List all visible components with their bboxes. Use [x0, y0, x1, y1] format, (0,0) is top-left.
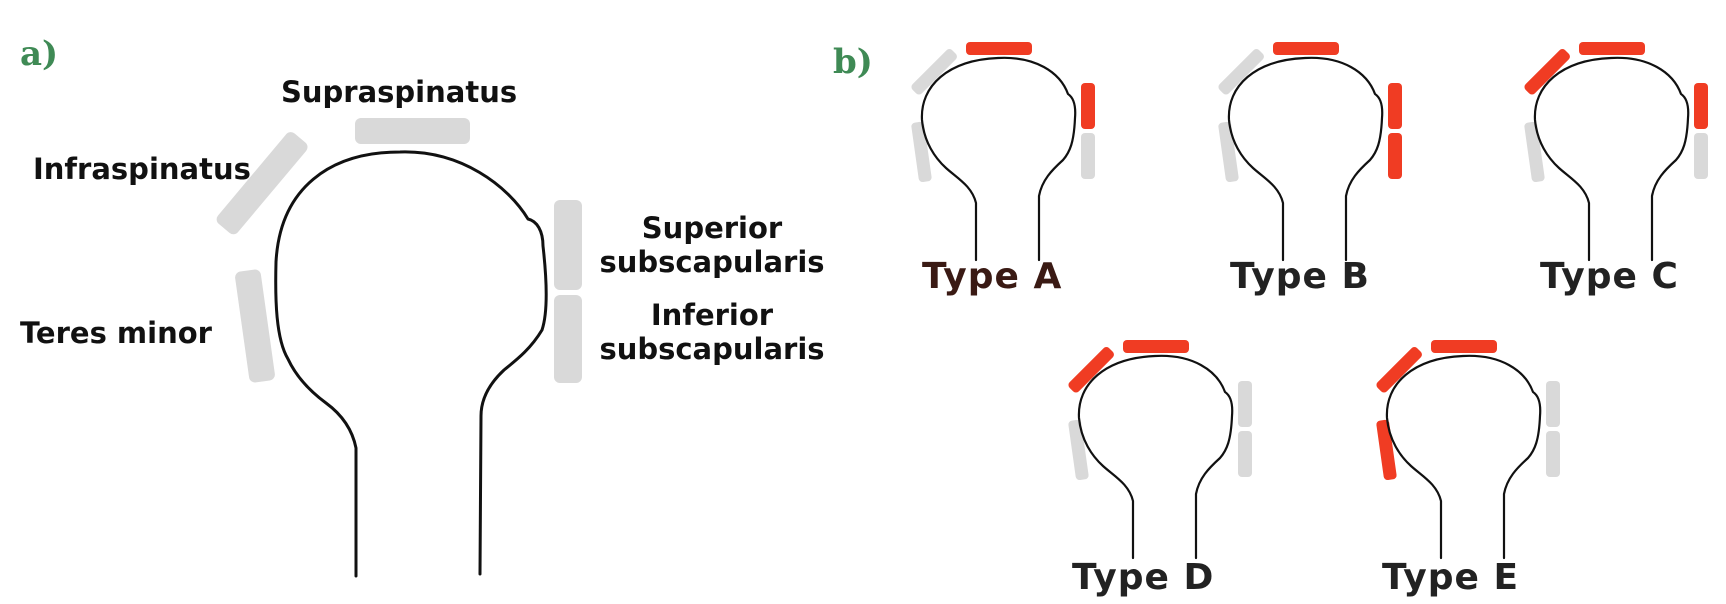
superior-subscapularis-tendon-a [554, 200, 582, 290]
humerus-outline [1077, 354, 1234, 560]
type-a-label: Type A [922, 256, 1063, 297]
type-diagram-type-a [911, 42, 1095, 262]
teres-minor-tendon [1376, 419, 1397, 481]
type-diagram-type-d [1068, 340, 1252, 560]
humerus-outline [1385, 354, 1542, 560]
inferior-subscapularis-tendon-a [554, 295, 582, 383]
infraspinatus-label: Infraspinatus [33, 152, 251, 186]
panel-b-label: b) [833, 42, 873, 82]
humerus-outline-a [274, 150, 548, 578]
superior-subscapularis-tendon [1694, 83, 1708, 129]
inferior-subscapularis-tendon [1388, 133, 1402, 179]
teres-minor-tendon [1524, 121, 1545, 183]
panel-a-label: a) [20, 34, 59, 74]
infraspinatus-tendon [1218, 49, 1264, 95]
superior-subscapularis-tendon [1546, 381, 1560, 427]
type-d-label: Type D [1072, 557, 1215, 598]
infraspinatus-tendon [1376, 347, 1422, 393]
humerus-outline [920, 56, 1077, 262]
supraspinatus-tendon [1273, 42, 1339, 55]
type-b-label: Type B [1230, 256, 1370, 297]
type-diagram-type-c [1524, 42, 1708, 262]
supraspinatus-tendon [966, 42, 1032, 55]
humerus-outline [1533, 56, 1690, 262]
supraspinatus-tendon-a [355, 118, 470, 144]
superior-subscapularis-tendon [1238, 381, 1252, 427]
supraspinatus-tendon [1431, 340, 1497, 353]
inferior-subscapularis-tendon [1546, 431, 1560, 477]
teres-minor-tendon [1068, 419, 1089, 481]
infraspinatus-tendon [1524, 49, 1570, 95]
inferior-subscapularis-tendon [1694, 133, 1708, 179]
teres-minor-tendon [911, 121, 932, 183]
infraspinatus-tendon [911, 49, 957, 95]
type-diagram-type-e [1376, 340, 1560, 560]
teres-minor-label: Teres minor [20, 316, 212, 350]
infraspinatus-tendon-a [216, 132, 308, 235]
type-c-label: Type C [1540, 256, 1679, 297]
supraspinatus-tendon [1579, 42, 1645, 55]
inferior-subscapularis-tendon [1238, 431, 1252, 477]
superior-subscapularis-tendon [1081, 83, 1095, 129]
superior-subscapularis-label: Superior subscapularis [599, 211, 825, 279]
supraspinatus-tendon [1123, 340, 1189, 353]
supraspinatus-label: Supraspinatus [281, 75, 518, 109]
humerus-outline [1227, 56, 1384, 262]
type-e-label: Type E [1382, 557, 1520, 598]
inferior-subscapularis-tendon [1081, 133, 1095, 179]
superior-subscapularis-tendon [1388, 83, 1402, 129]
inferior-subscapularis-label: Inferior subscapularis [599, 298, 825, 366]
teres-minor-tendon [1218, 121, 1239, 183]
infraspinatus-tendon [1068, 347, 1114, 393]
type-diagram-type-b [1218, 42, 1402, 262]
teres-minor-tendon-a [235, 269, 275, 383]
